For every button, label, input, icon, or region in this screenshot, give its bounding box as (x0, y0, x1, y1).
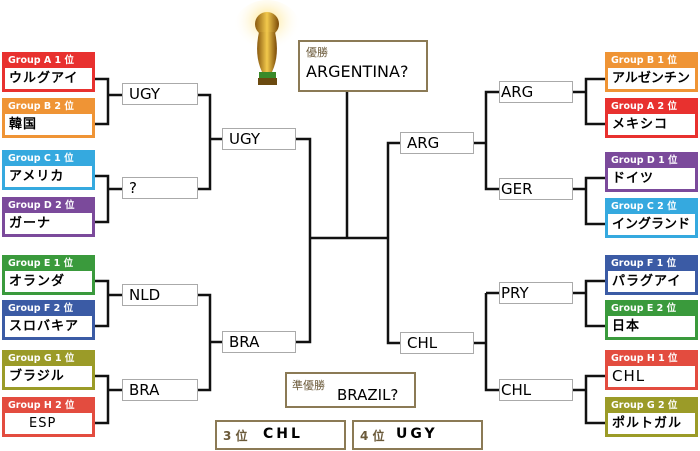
group-team: イングランド (608, 214, 695, 235)
group-header: Group F 1 位 (611, 258, 677, 269)
group-team: ブラジル (5, 366, 92, 387)
group-team: 日本 (608, 316, 695, 337)
group-slot: Group C 2 位イングランド (605, 198, 698, 238)
quarterfinal-slot: CHL (400, 332, 474, 354)
round-of-16-slot: NLD (122, 284, 198, 306)
group-slot: Group E 1 位オランダ (2, 255, 95, 295)
third-place-team: CHL (263, 426, 303, 442)
group-header: Group D 1 位 (611, 155, 678, 166)
runner-up-box: 準優勝 BRAZIL? (285, 372, 416, 408)
group-team: 韓国 (5, 114, 92, 135)
group-team: CHL (608, 366, 695, 387)
group-slot: Group E 2 位日本 (605, 300, 698, 340)
group-header: Group F 2 位 (8, 303, 74, 314)
round-of-16-slot: BRA (122, 379, 198, 401)
group-team: オランダ (5, 271, 92, 292)
group-team: ウルグアイ (5, 68, 92, 89)
group-header: Group A 2 位 (611, 101, 677, 112)
group-slot: Group D 1 位ドイツ (605, 152, 698, 192)
round-of-16-slot: ARG (499, 81, 573, 103)
round-of-16-slot: ? (122, 177, 198, 199)
group-header: Group D 2 位 (8, 200, 75, 211)
group-team: メキシコ (608, 114, 695, 135)
group-slot: Group F 2 位スロバキア (2, 300, 95, 340)
group-header: Group C 1 位 (8, 153, 74, 164)
champion-box: 優勝 ARGENTINA? (298, 40, 428, 92)
group-team: ガーナ (5, 213, 92, 234)
quarterfinal-slot: ARG (400, 132, 474, 154)
group-header: Group H 2 位 (8, 400, 75, 411)
group-team: ポルトガル (608, 413, 695, 434)
third-place-label: 3 位 (223, 429, 248, 443)
fourth-place-box: 4 位 UGY (352, 420, 483, 450)
group-team: スロバキア (5, 316, 92, 337)
group-team: アルゼンチン (608, 68, 695, 89)
group-header: Group A 1 位 (8, 55, 74, 66)
world-cup-trophy-icon (233, 0, 301, 85)
group-team: パラグアイ (608, 271, 695, 292)
round-of-16-slot: PRY (499, 282, 573, 304)
group-header: Group B 2 位 (8, 101, 74, 112)
third-place-box: 3 位 CHL (215, 420, 346, 450)
group-header: Group B 1 位 (611, 55, 677, 66)
group-slot: Group A 1 位ウルグアイ (2, 52, 95, 92)
group-slot: Group D 2 位ガーナ (2, 197, 95, 237)
quarterfinal-slot: BRA (222, 331, 296, 353)
group-header: Group E 2 位 (611, 303, 677, 314)
group-slot: Group C 1 位アメリカ (2, 150, 95, 190)
quarterfinal-slot: UGY (222, 128, 296, 150)
fourth-place-team: UGY (396, 426, 438, 442)
group-header: Group G 2 位 (611, 400, 678, 411)
group-slot: Group H 2 位 ESP (2, 397, 95, 437)
group-slot: Group H 1 位 CHL (605, 350, 698, 390)
champion-label: 優勝 (306, 46, 328, 59)
group-team: ドイツ (608, 168, 695, 189)
group-slot: Group B 2 位韓国 (2, 98, 95, 138)
fourth-place-label: 4 位 (360, 429, 385, 443)
group-header: Group C 2 位 (611, 201, 677, 212)
group-slot: Group G 2 位ポルトガル (605, 397, 698, 437)
group-header: Group H 1 位 (611, 353, 678, 364)
round-of-16-slot: CHL (499, 379, 573, 401)
group-slot: Group A 2 位メキシコ (605, 98, 698, 138)
champion-team: ARGENTINA? (306, 62, 409, 81)
group-slot: Group F 1 位パラグアイ (605, 255, 698, 295)
group-team: アメリカ (5, 166, 92, 187)
group-slot: Group B 1 位アルゼンチン (605, 52, 698, 92)
group-slot: Group G 1 位ブラジル (2, 350, 95, 390)
group-header: Group E 1 位 (8, 258, 74, 269)
round-of-16-slot: GER (499, 178, 573, 200)
group-team: ESP (5, 413, 92, 434)
runner-up-team: BRAZIL? (337, 386, 399, 404)
runner-up-label: 準優勝 (292, 379, 325, 392)
round-of-16-slot: UGY (122, 83, 198, 105)
group-header: Group G 1 位 (8, 353, 75, 364)
